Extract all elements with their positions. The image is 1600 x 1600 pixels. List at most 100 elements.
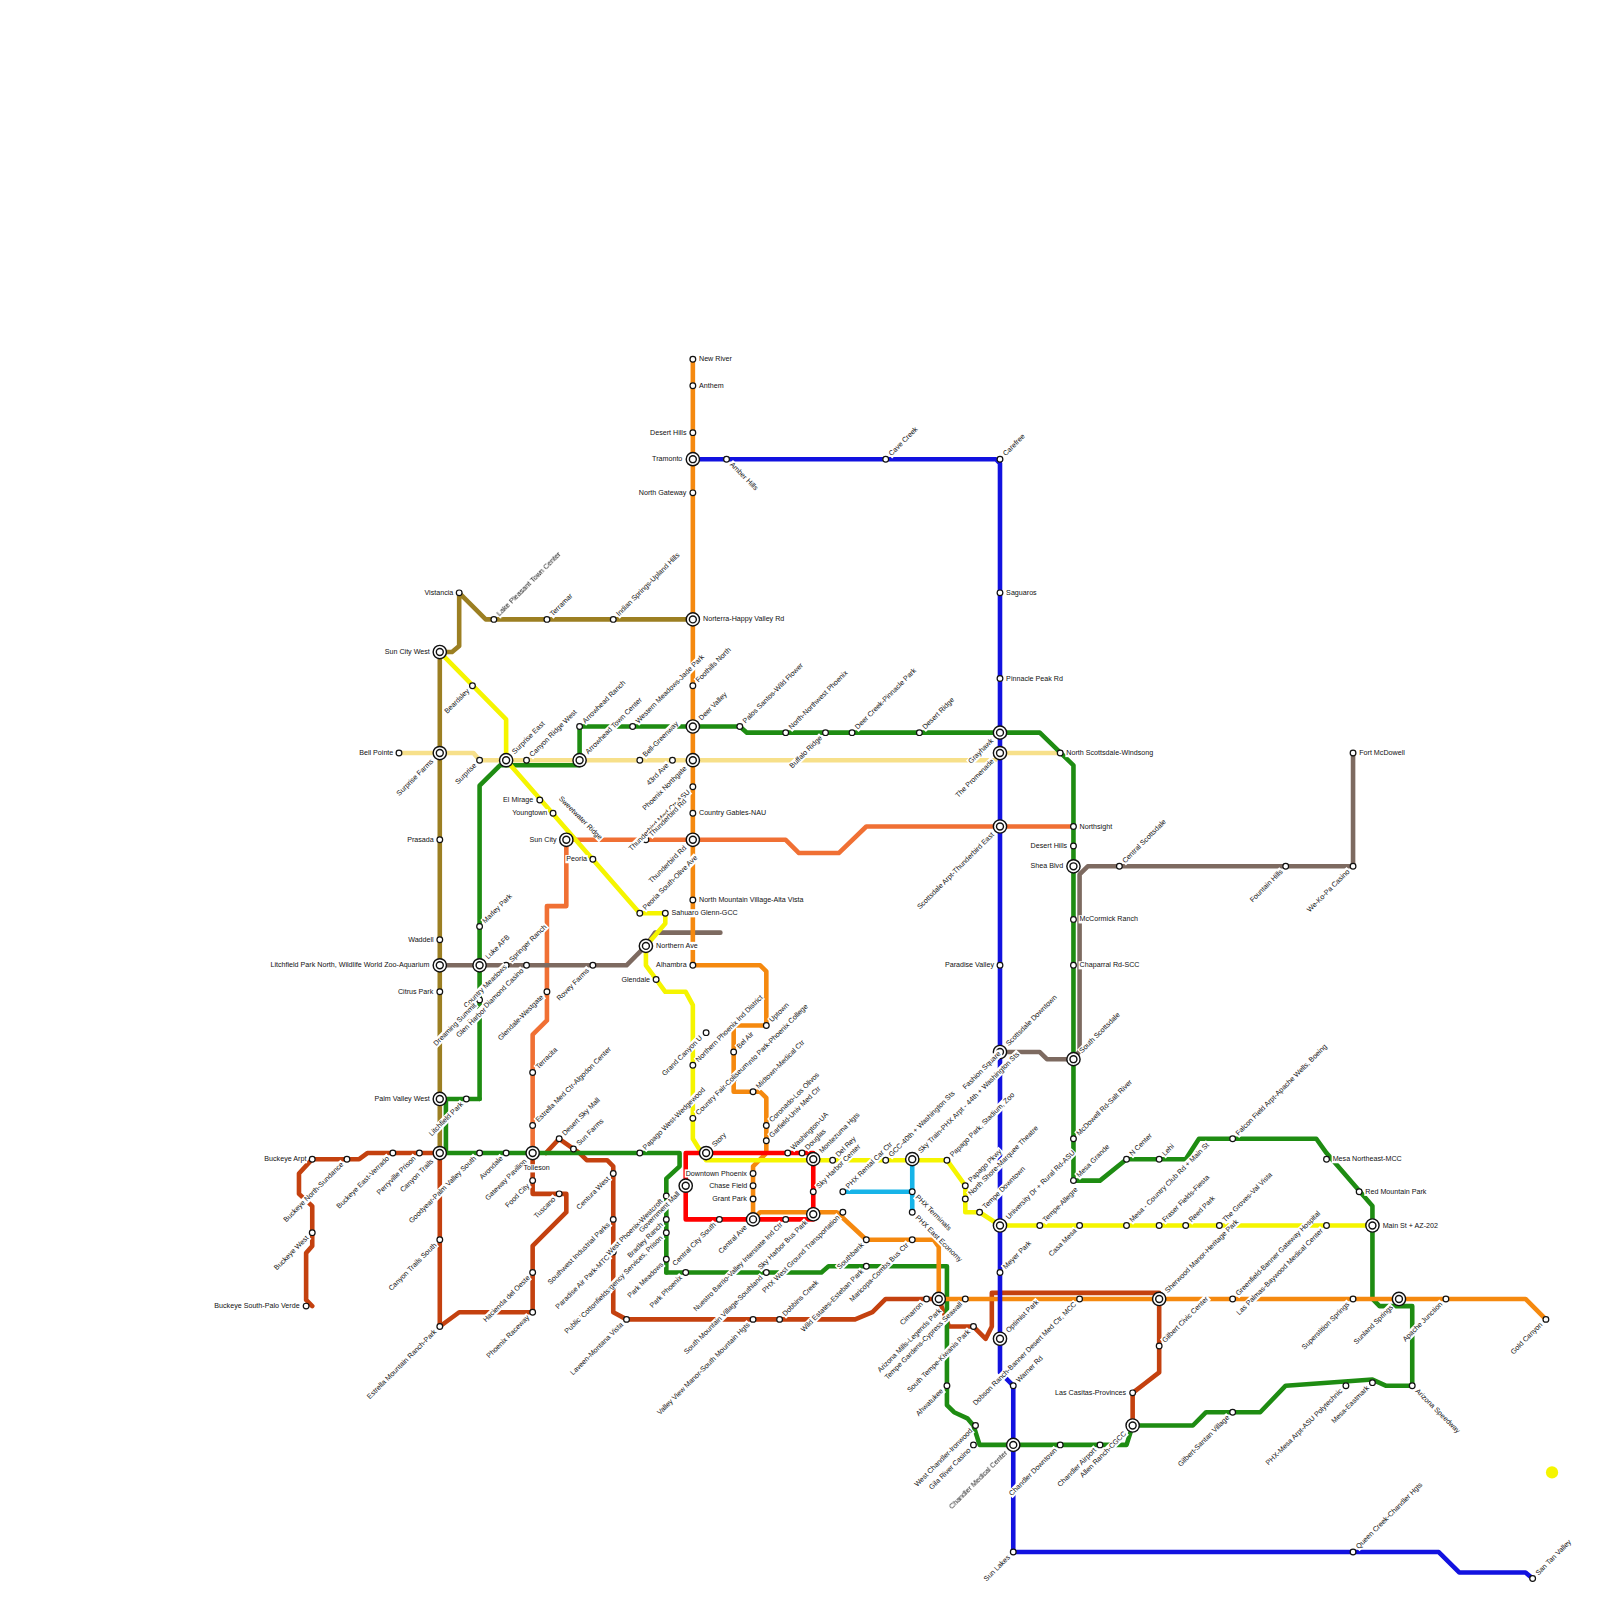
station-dot	[863, 1237, 869, 1243]
station-label: Paradise Valley	[944, 961, 995, 969]
station-label: Chaparral Rd-SCC	[1079, 961, 1141, 969]
interchange-ring	[526, 1146, 539, 1159]
station-dot	[737, 724, 743, 730]
station-label: University Dr + Rural Rd-ASU	[1004, 1148, 1078, 1222]
station-label: Superstition Springs	[1300, 1300, 1352, 1352]
station-dot	[477, 1150, 483, 1156]
station-label: Sherwood Manor-Heritage Park	[1163, 1217, 1241, 1295]
orange-line	[693, 359, 1546, 1319]
station-dot	[763, 1270, 769, 1276]
station-dot	[717, 1217, 723, 1223]
interchange-ring	[1067, 1053, 1080, 1066]
station-label: Deer Creek-Pinnacle Park	[853, 666, 919, 732]
station-dot	[724, 456, 730, 462]
station-label: Gold Canyon	[1508, 1320, 1545, 1357]
station-label: Saguaros	[1005, 589, 1038, 597]
interchange-ring	[433, 1146, 446, 1159]
station-label: Bell Pointe	[358, 749, 394, 757]
station-label: Fort McDowell	[1358, 749, 1406, 757]
interchange-symbol	[1153, 1292, 1166, 1305]
station-dot	[550, 810, 556, 816]
station-label: Apache Junction	[1400, 1300, 1445, 1345]
station-dot	[799, 1150, 805, 1156]
station-dot	[690, 383, 696, 389]
station-dot	[630, 724, 636, 730]
station-label: Falcon Field Arpt-Apache Wells, Boeing	[1233, 1042, 1329, 1138]
station-label: Litchfield Park North, Wildlife World Zo…	[269, 961, 430, 969]
station-dot	[750, 1183, 756, 1189]
station-dot	[437, 837, 443, 843]
station-label: Surprise Farms	[394, 757, 436, 799]
station-dot	[456, 590, 462, 596]
interchange-symbol	[1392, 1292, 1405, 1305]
interchange-symbol	[993, 1332, 1006, 1345]
station-dot	[309, 1156, 315, 1162]
station-dot	[683, 1270, 689, 1276]
interchange-core	[1010, 1441, 1017, 1448]
interchange-ring	[993, 746, 1006, 759]
interchange-ring	[433, 1092, 446, 1105]
interchange-core	[436, 1096, 443, 1103]
interchange-ring	[746, 1213, 759, 1226]
station-dot	[396, 750, 402, 756]
station-dot	[962, 1296, 968, 1302]
station-dot	[1230, 1296, 1236, 1302]
station-label: Centura West	[574, 1174, 612, 1212]
station-label: Citrus Park	[397, 988, 434, 996]
station-label: Mesa Northeast-MCC	[1332, 1155, 1403, 1163]
interchange-symbol	[932, 1292, 945, 1305]
station-label: Main St + AZ-202	[1382, 1221, 1439, 1229]
interchange-core	[689, 723, 696, 730]
station-label: Desert Hills	[1030, 842, 1069, 850]
station-label: Buckeye North-Sundance	[281, 1160, 346, 1225]
station-dot	[663, 1217, 669, 1223]
station-label: We-Ko-Pa Casino	[1305, 867, 1353, 915]
interchange-ring	[1366, 1219, 1379, 1232]
station-label: Cave Creek	[886, 425, 920, 459]
station-label: North Mountain Village-Alta Vista	[698, 896, 805, 904]
station-dot	[1370, 1380, 1376, 1386]
station-dot	[1530, 1576, 1536, 1582]
station-dot	[530, 1070, 536, 1076]
interchange-core	[997, 823, 1004, 830]
light-blue-line	[843, 1190, 912, 1195]
station-label: Marley Park	[480, 892, 514, 926]
station-label: Tramonto	[651, 455, 683, 463]
station-label: Tuscano	[532, 1195, 558, 1221]
station-dot	[1183, 1223, 1189, 1229]
interchange-core	[689, 757, 696, 764]
station-label: Youngtown	[511, 809, 548, 817]
station-dot	[690, 1062, 696, 1068]
station-label: Scottsdale Arpt-Thunderbird East	[915, 830, 997, 912]
station-label: North Gateway	[638, 489, 688, 497]
station-dot	[823, 730, 829, 736]
green-line	[480, 727, 1413, 1445]
interchange-ring	[473, 959, 486, 972]
rust-line	[546, 1139, 1159, 1426]
station-label: Papago West-Wedgewood	[641, 1085, 708, 1152]
station-dot	[1356, 1189, 1362, 1195]
interchange-ring	[686, 720, 699, 733]
station-dot	[610, 617, 616, 623]
station-dot	[1324, 1223, 1330, 1229]
station-label: The Groves-Val Vista	[1220, 1170, 1275, 1225]
station-dot	[556, 1136, 562, 1142]
station-label: Central City South	[670, 1220, 718, 1268]
interchange-core	[1156, 1295, 1163, 1302]
interchange-core	[576, 757, 583, 764]
station-dot	[1350, 1296, 1356, 1302]
station-dot	[731, 1049, 737, 1055]
station-dot	[973, 1423, 979, 1429]
station-dot	[437, 1324, 443, 1330]
interchange-symbol	[993, 726, 1006, 739]
interchange-symbol	[1126, 1419, 1139, 1432]
station-label: Mesa Grande	[1074, 1142, 1112, 1180]
interchange-symbol	[993, 746, 1006, 759]
interchange-ring	[1007, 1438, 1020, 1451]
station-dot	[944, 1157, 950, 1163]
station-dot	[1010, 1383, 1016, 1389]
interchange-core	[997, 1222, 1004, 1229]
station-dot	[1124, 1223, 1130, 1229]
station-dot	[690, 810, 696, 816]
station-dot	[1230, 1409, 1236, 1415]
